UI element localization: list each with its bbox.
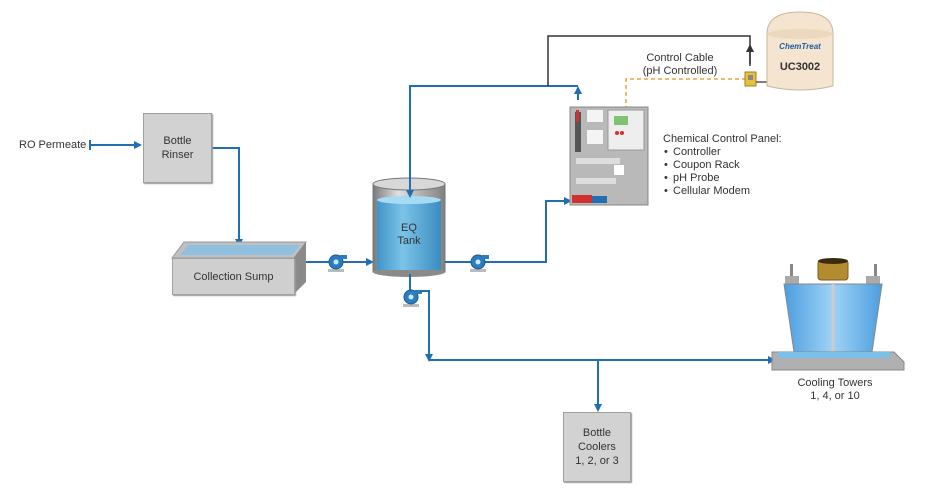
control-panel-label: Chemical Control Panel: Controller Coupo… [663,133,782,198]
control-cable-label: Control Cable (pH Controlled) [630,52,730,78]
uc3002-label: UC3002 [779,61,821,73]
pump-icon [469,254,490,273]
bottle-coolers-label-3: 1, 2, or 3 [575,455,619,467]
eq-tank-label-2: Tank [397,235,421,247]
tank-outlet-line [420,290,433,362]
control-panel-item: pH Probe [664,172,782,185]
chemical-tank-label: ChemTreat UC3002 [770,40,830,74]
control-panel-shape [569,106,649,206]
tank-to-panel-line [445,197,572,263]
chemtreat-logo: ChemTreat [779,42,821,51]
tank-supply-line [406,85,578,198]
control-cable-label-2: (pH Controlled) [642,65,718,77]
control-cable-label-1: Control Cable [646,52,714,64]
eq-tank-shape [372,177,446,277]
rinser-to-sump-line [211,147,243,247]
bottle-rinser-label-1: Bottle [163,135,192,147]
control-cable-line [625,78,748,110]
ro-permeate-line [89,140,142,150]
bottle-coolers-label-1: Bottle [582,427,612,439]
eq-tank-label-1: EQ [401,222,417,234]
collection-sump-label: Collection Sump [193,270,274,283]
bottle-rinser-label-2: Rinser [161,149,194,161]
cooling-towers-label: Cooling Towers 1, 4, or 10 [790,377,880,403]
control-panel-item: Cellular Modem [664,185,782,198]
metering-pump-icon [744,71,768,87]
ro-permeate-label: RO Permeate [19,139,87,151]
collection-sump-box[interactable]: Collection Sump [172,258,295,295]
cooling-tower-shape [771,258,905,371]
pump-icon [402,289,423,308]
control-panel-item: Controller [664,146,782,159]
control-panel-item: Coupon Rack [664,159,782,172]
cooling-towers-label-2: 1, 4, or 10 [810,390,860,402]
cooling-towers-label-1: Cooling Towers [797,377,873,389]
pump-icon [327,254,348,273]
chemical-tank-shape [766,11,834,91]
control-panel-title: Chemical Control Panel: [663,133,782,145]
bottle-coolers-box[interactable]: Bottle Coolers 1, 2, or 3 [563,412,631,482]
eq-tank-label: EQ Tank [383,222,435,248]
bottle-coolers-label-2: Coolers [578,441,616,453]
